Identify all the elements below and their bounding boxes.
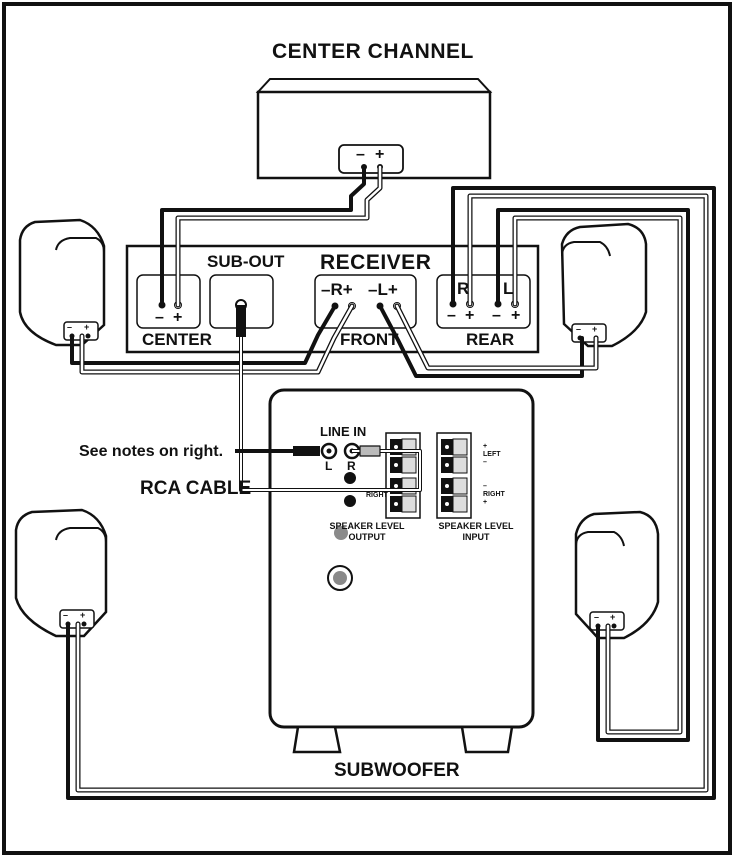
line-in-l-label: L: [325, 459, 333, 473]
notes-label: See notes on right.: [79, 443, 224, 460]
front-left-speaker-minus: –: [67, 322, 73, 332]
rear-l-plus: +: [511, 307, 521, 324]
subwoofer-title: SUBWOOFER: [334, 760, 460, 781]
rca-cable-label: RCA CABLE: [140, 478, 252, 499]
rca-plug-r: [359, 445, 381, 457]
center-label: CENTER: [142, 330, 212, 349]
rear-label: REAR: [466, 330, 515, 349]
rear-right-speaker-minus: –: [594, 612, 600, 622]
sub-out-label: SUB-OUT: [207, 252, 285, 271]
rear-terminal-plate: [436, 274, 531, 329]
rear-right-speaker-plus: +: [610, 612, 616, 622]
center-speaker-plus: +: [375, 146, 385, 163]
rear-l-minus: –: [492, 307, 501, 324]
rear-right-speaker: [574, 510, 660, 640]
front-label: FRONT: [340, 330, 399, 349]
rear-left-speaker-plus: +: [80, 610, 86, 620]
rca-plug-l: [293, 446, 320, 456]
front-right-speaker-plus: +: [592, 324, 598, 334]
right-out-jack-bottom: [344, 495, 356, 507]
front-right-speaker-minus: –: [576, 324, 582, 334]
rear-r-label: R: [457, 279, 470, 298]
right-out-jack-top: [344, 472, 356, 484]
center-channel-title: CENTER CHANNEL: [272, 40, 474, 63]
front-terminal-plate: [314, 274, 417, 329]
front-right-speaker: [560, 222, 648, 348]
rear-r-minus: –: [447, 307, 456, 324]
rca-cables: [235, 305, 422, 492]
power-indicator: [334, 526, 348, 540]
front-r-label: –R+: [321, 280, 353, 299]
center-minus: –: [155, 309, 164, 326]
center-terminal-plate: [136, 274, 201, 329]
front-l-label: –L+: [368, 280, 398, 299]
front-left-speaker-plus: +: [84, 322, 90, 332]
rear-l-label: L: [503, 279, 514, 298]
front-left-speaker: [18, 218, 106, 347]
rear-left-speaker-minus: –: [63, 610, 69, 620]
receiver-title: RECEIVER: [320, 251, 432, 274]
input-right-label: –RIGHT+: [483, 483, 505, 506]
rear-left-speaker: [14, 508, 108, 638]
center-speaker-minus: –: [356, 146, 365, 163]
right-output-label: RIGHT: [366, 492, 388, 499]
center-plus: +: [173, 309, 183, 326]
center-speaker-terminal-plate: [338, 144, 404, 174]
center-channel-speaker: [255, 78, 493, 180]
rear-r-plus: +: [465, 307, 475, 324]
subwoofer: [268, 388, 535, 754]
line-in-label: LINE IN: [320, 424, 367, 439]
rca-plug-sub-out: [236, 305, 246, 337]
speaker-wires: [66, 164, 716, 800]
line-in-r-label: R: [347, 459, 356, 473]
input-left-label: +LEFT–: [483, 443, 501, 466]
